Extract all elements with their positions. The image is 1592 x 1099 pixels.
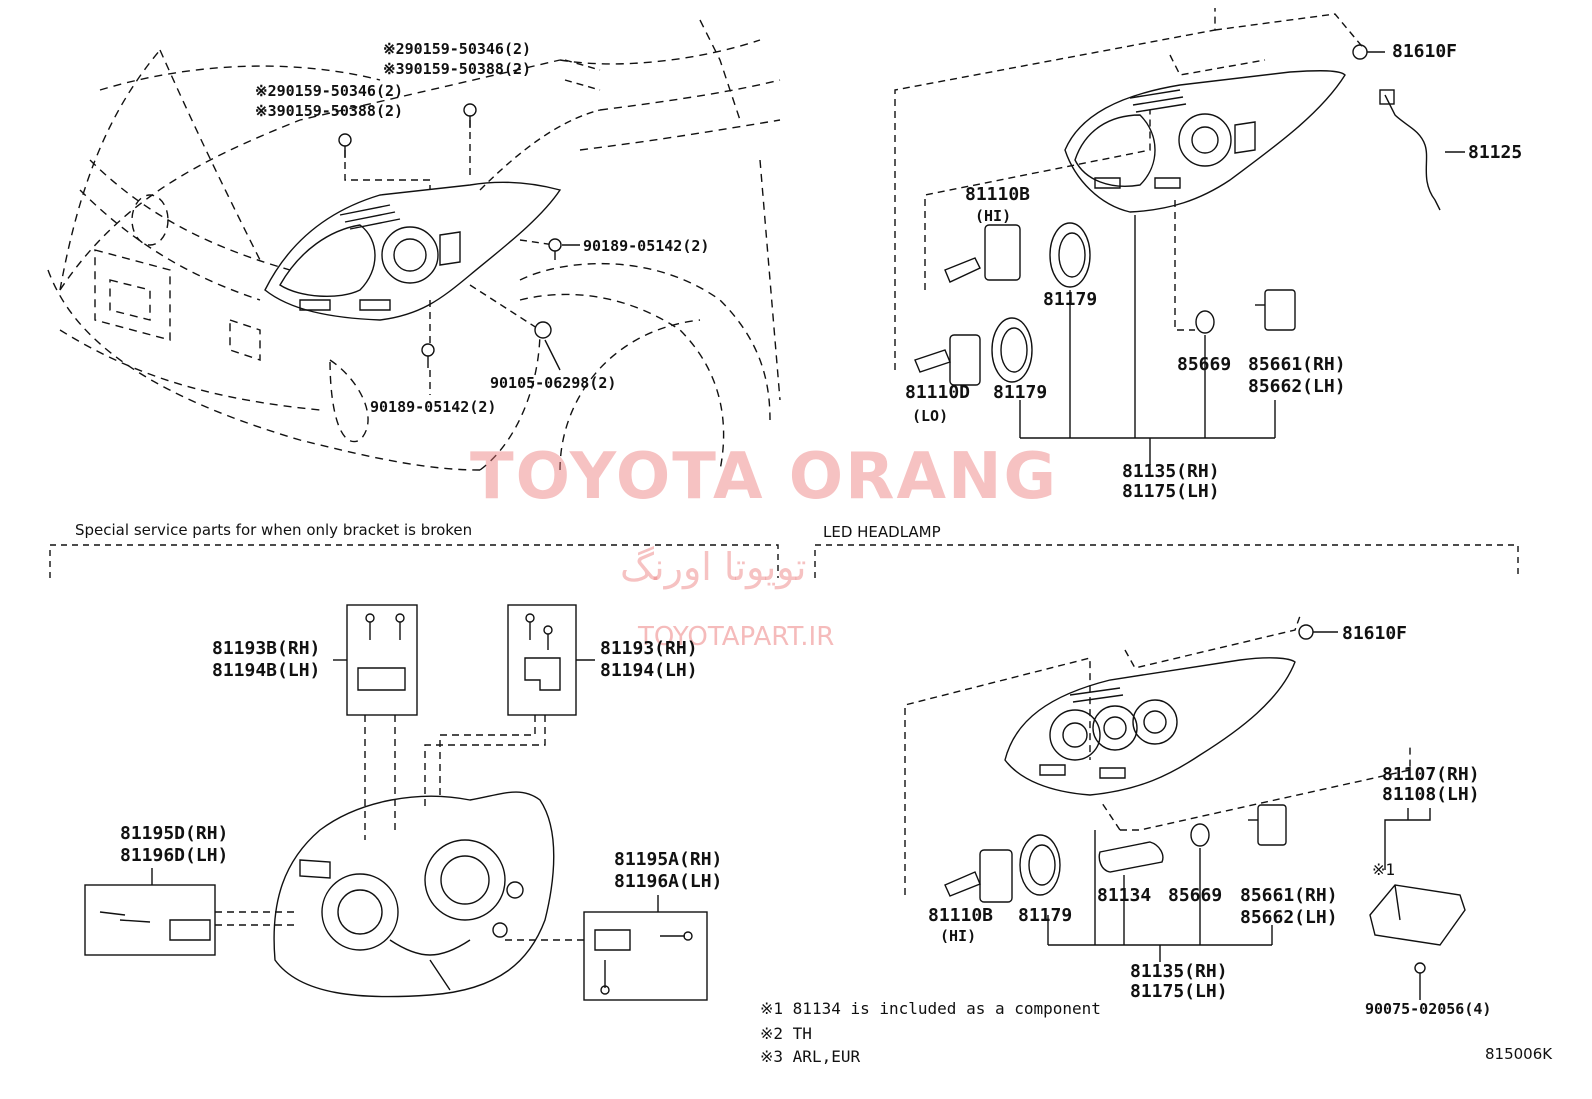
headlamp-top-left <box>264 181 562 321</box>
label-note1-mark: ※1 <box>1372 860 1396 879</box>
leaders-top-right <box>1019 215 1276 465</box>
label-90159-50388-a: ※390159-50388(2) <box>383 60 532 78</box>
label-90159-50388-b: ※390159-50388(2) <box>255 102 404 120</box>
diagram-code: 815006K <box>1485 1045 1553 1063</box>
headlamp-top-right <box>914 44 1465 386</box>
label-81196d: 81196D(LH) <box>120 845 229 866</box>
label-90075-02056: 90075-02056(4) <box>1365 1000 1492 1018</box>
label-85669-top: 85669 <box>1177 354 1232 375</box>
label-81179-b: 81179 <box>993 382 1048 403</box>
label-81110b-hi-led: (HI) <box>940 927 977 945</box>
label-90105-06298: 90105-06298(2) <box>490 374 617 392</box>
label-81135-led: 81135(RH) <box>1130 961 1228 982</box>
label-81193b: 81193B(RH) <box>212 638 321 659</box>
label-81108: 81108(LH) <box>1382 784 1480 805</box>
label-81175-top: 81175(LH) <box>1122 481 1220 502</box>
label-85662-led: 85662(LH) <box>1240 907 1338 928</box>
label-81610f-top: 81610F <box>1392 41 1458 62</box>
label-81194b: 81194B(LH) <box>212 660 321 681</box>
led-headlamp <box>944 624 1466 990</box>
fasteners-top-left <box>338 103 562 368</box>
label-85662-top: 85662(LH) <box>1248 376 1346 397</box>
label-81196a: 81196A(LH) <box>614 871 723 892</box>
label-85661-led: 85661(RH) <box>1240 885 1338 906</box>
label-81135-top: 81135(RH) <box>1122 461 1220 482</box>
note-1: ※1 81134 is included as a component <box>760 999 1101 1018</box>
label-81610f-led: 81610F <box>1342 623 1408 644</box>
label-81179-a: 81179 <box>1043 289 1098 310</box>
leaders-led <box>1047 808 1431 1000</box>
label-81110b-led: 81110B <box>928 905 994 926</box>
watermark-url: TOYOTAPART.IR <box>638 622 835 652</box>
label-90189-05142-bottom: 90189-05142(2) <box>370 398 497 416</box>
label-81195a: 81195A(RH) <box>614 849 723 870</box>
special-service-heading: Special service parts for when only brac… <box>75 521 473 539</box>
section-brackets <box>49 544 1519 578</box>
watermark-farsi: تویوتا اورنگ <box>620 545 807 589</box>
label-81179-led: 81179 <box>1018 905 1073 926</box>
leaders-bottom-left <box>215 715 584 941</box>
label-81134: 81134 <box>1097 885 1152 906</box>
label-81110b-hi-top: (HI) <box>975 207 1012 225</box>
label-81110d-lo: (LO) <box>912 407 949 425</box>
note-3: ※3 ARL,EUR <box>760 1047 861 1066</box>
led-frame <box>904 615 1411 895</box>
watermark-main: TOYOTA ORANG <box>470 440 1059 514</box>
label-81125: 81125 <box>1468 142 1523 163</box>
label-81175-led: 81175(LH) <box>1130 981 1228 1002</box>
label-85661-top: 85661(RH) <box>1248 354 1346 375</box>
label-85669-led: 85669 <box>1168 885 1223 906</box>
label-81110b-top: 81110B <box>965 184 1031 205</box>
label-81110d: 81110D <box>905 382 971 403</box>
label-90159-50346-a: ※290159-50346(2) <box>383 40 532 58</box>
label-81195d: 81195D(RH) <box>120 823 229 844</box>
brackets-parts <box>99 613 693 995</box>
top-right-frame <box>894 8 1366 370</box>
label-90159-50346-b: ※290159-50346(2) <box>255 82 404 100</box>
label-81194: 81194(LH) <box>600 660 698 681</box>
label-81107: 81107(RH) <box>1382 764 1480 785</box>
led-headlamp-heading: LED HEADLAMP <box>823 523 941 541</box>
label-81193: 81193(RH) <box>600 638 698 659</box>
note-2: ※2 TH <box>760 1024 812 1043</box>
rear-headlamp-housing <box>273 791 555 998</box>
car-front-drawing <box>47 19 781 471</box>
label-90189-05142-right: 90189-05142(2) <box>583 237 710 255</box>
